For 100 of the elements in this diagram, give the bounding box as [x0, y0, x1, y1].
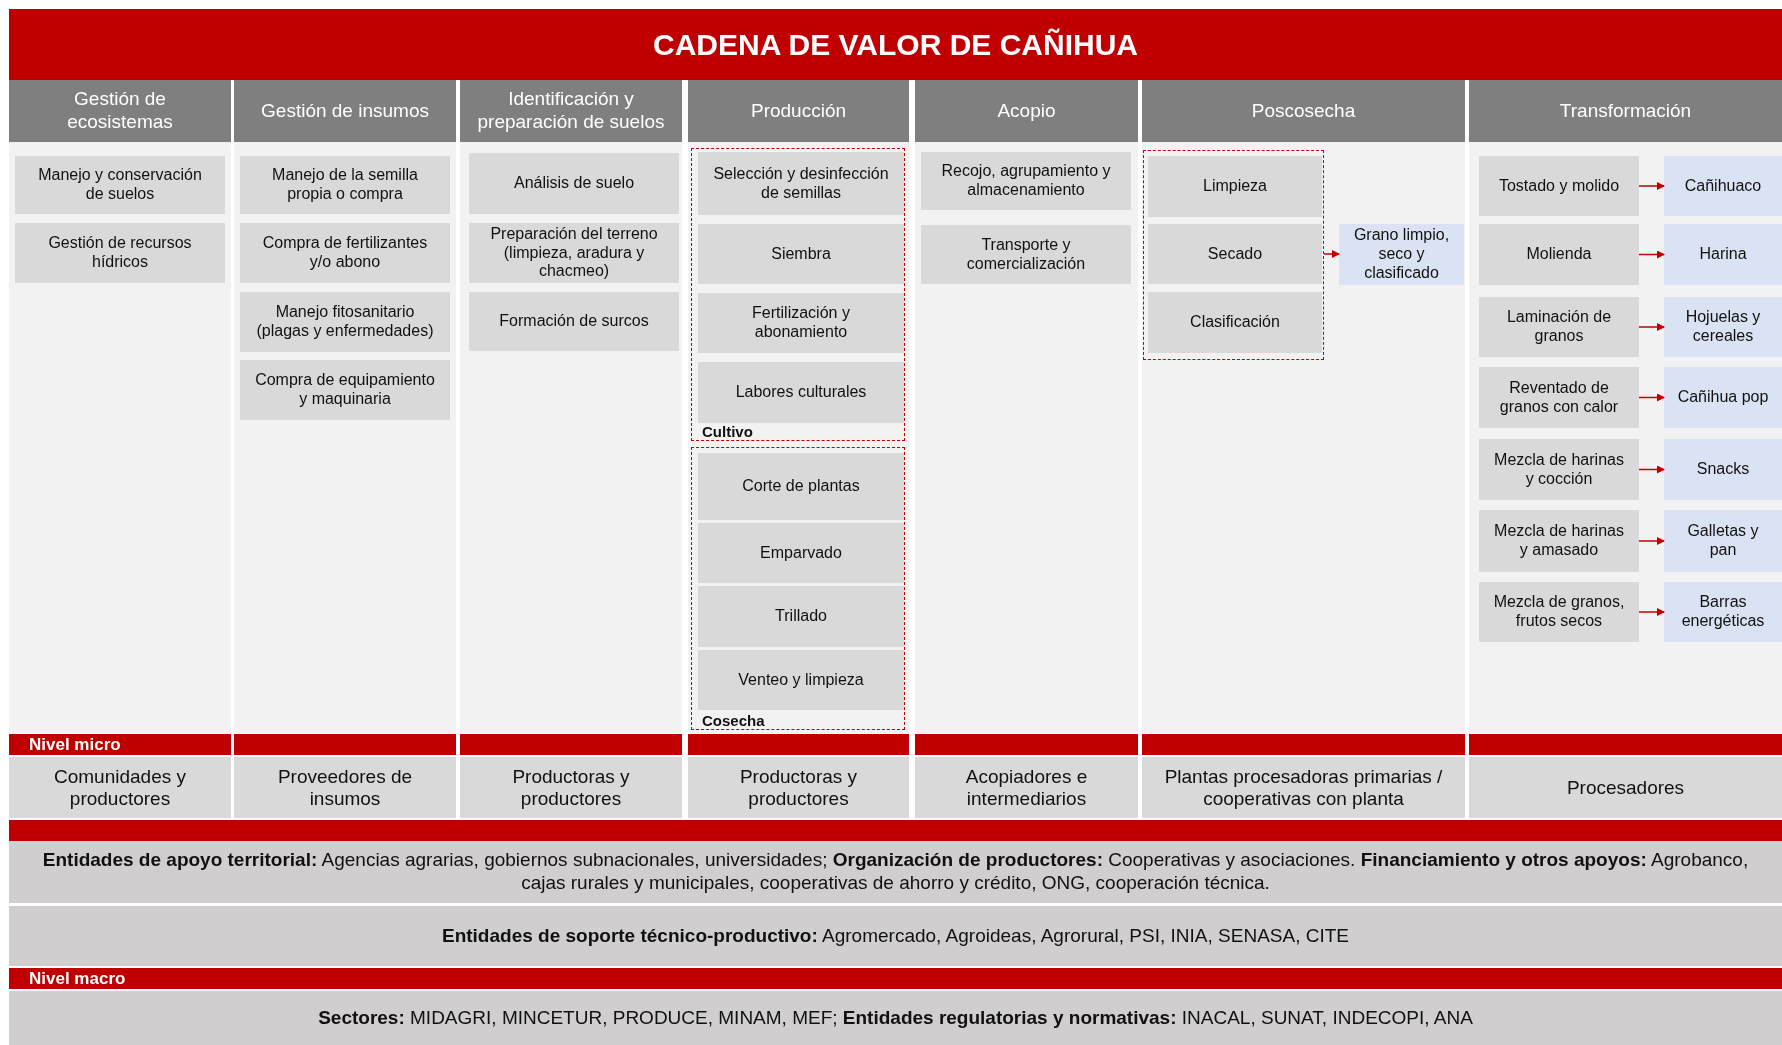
process-box — [921, 225, 1131, 284]
actor-label: Acopiadores e intermediarios — [964, 765, 1089, 810]
process-box — [1479, 367, 1639, 428]
dashed-group-frame — [691, 447, 905, 730]
actor-label: Proveedores de insumos — [276, 765, 414, 810]
level-band — [1142, 734, 1465, 755]
process-box — [15, 223, 225, 283]
step-label: Formación de surcos — [499, 312, 649, 331]
column-header: Acopio — [915, 80, 1138, 142]
process-box — [698, 453, 904, 520]
arrow — [1638, 393, 1665, 402]
step-label: Labores culturales — [735, 383, 867, 402]
product-box — [1664, 224, 1782, 285]
step-label: Emparvado — [760, 543, 842, 563]
step-label: Compra de fertilizantes y/o abono — [261, 234, 429, 272]
process-box — [698, 152, 904, 215]
support-band — [9, 906, 1782, 966]
process-box — [698, 293, 904, 353]
column-header: Transformación — [1469, 80, 1782, 142]
step-label: Compra de equipamiento y maquinaria — [254, 371, 436, 409]
support-text: Entidades de apoyo territorial: Agencias agrarias, gobiernos subnacionales, universidades; Organización de productores: Cooperativas y asociaciones. Financiamiento y otros apoyos: Agrobanco, cajas rurales y municipales, cooperativas de ahorro y crédito, ONG, cooperación técnica. — [41, 849, 1750, 895]
product-box — [1664, 510, 1782, 572]
arrow — [1638, 537, 1665, 545]
step-label: Recojo, agrupamiento y almacenamiento — [940, 162, 1112, 200]
process-box — [698, 650, 904, 710]
product-box — [1664, 582, 1782, 642]
level-label: Nivel micro — [29, 734, 121, 755]
actor-label: Productoras y productores — [511, 765, 631, 810]
process-box — [1148, 224, 1322, 284]
actor-box — [460, 757, 682, 818]
step-label: Venteo y limpieza — [738, 670, 864, 690]
step-label: Fertilización y abonamiento — [751, 304, 851, 342]
actor-box — [688, 757, 909, 818]
step-label: Clasificación — [1190, 313, 1280, 332]
process-box — [1479, 582, 1639, 642]
level-band — [9, 968, 1782, 989]
level-band — [460, 734, 682, 755]
column-panel — [915, 80, 1138, 733]
level-band — [688, 734, 909, 755]
step-label: Hojuelas y cereales — [1684, 308, 1762, 346]
actor-label: Productoras y productores — [738, 765, 859, 810]
actor-box — [9, 757, 231, 818]
step-label: Gestión de recursos hídricos — [47, 234, 193, 272]
step-label: Mezcla de harinas y amasado — [1493, 522, 1625, 560]
process-box — [698, 224, 904, 284]
arrow — [1638, 608, 1665, 616]
actor-box — [234, 757, 456, 818]
step-label: Siembra — [771, 244, 831, 264]
arrow — [1638, 250, 1665, 259]
column-header: Poscosecha — [1142, 80, 1465, 142]
process-box — [240, 156, 450, 214]
process-box — [240, 223, 450, 283]
step-label: Galletas y pan — [1686, 522, 1760, 560]
step-label: Manejo y conservación de suelos — [37, 166, 203, 204]
step-label: Preparación del terreno (limpieza, aradura y chacmeo) — [489, 224, 659, 282]
level-label: Nivel macro — [29, 968, 126, 989]
actor-box — [1142, 757, 1465, 818]
process-box — [469, 153, 679, 214]
process-box — [1479, 224, 1639, 285]
process-box — [1148, 292, 1322, 353]
process-box — [1479, 297, 1639, 357]
step-label: Molienda — [1526, 245, 1592, 264]
step-label: Tostado y molido — [1498, 176, 1620, 196]
level-band — [915, 734, 1138, 755]
step-label: Harina — [1699, 245, 1747, 264]
level-band — [234, 734, 456, 755]
support-text: Sectores: MIDAGRI, MINCETUR, PRODUCE, MINAM, MEF; Entidades regulatorias y normativas: INACAL, SUNAT, INDECOPI, ANA — [318, 1006, 1473, 1030]
process-box — [1479, 510, 1639, 572]
step-label: Cañihuaco — [1684, 176, 1762, 196]
product-box — [1664, 367, 1782, 428]
step-label: Trillado — [775, 607, 827, 626]
step-label: Laminación de granos — [1505, 308, 1613, 346]
step-label: Análisis de suelo — [513, 174, 635, 193]
support-text: Entidades de soporte técnico-productivo: Agromercado, Agroideas, Agrorural, PSI, INIA, SENASA, CITE — [442, 924, 1349, 948]
product-box — [1664, 156, 1782, 216]
actor-box — [1469, 757, 1782, 818]
arrow — [1638, 465, 1665, 474]
column-panel — [9, 80, 231, 733]
group-label: Cosecha — [702, 712, 765, 729]
product-box — [1664, 439, 1782, 500]
column-header: Producción — [688, 80, 909, 142]
process-box — [240, 292, 450, 352]
column-header: Identificación y preparación de suelos — [460, 80, 682, 142]
step-label: Mezcla de granos, frutos secos — [1493, 593, 1625, 631]
level-band — [9, 734, 231, 755]
step-label: Corte de plantas — [742, 477, 860, 496]
group-label: Cultivo — [702, 423, 753, 440]
step-label: Manejo de la semilla propia o compra — [271, 166, 419, 204]
dashed-group-frame — [691, 148, 905, 441]
actor-box — [915, 757, 1138, 818]
product-box — [1339, 224, 1464, 285]
column-panel — [1142, 80, 1465, 733]
process-box — [1479, 156, 1639, 216]
process-box — [469, 292, 679, 351]
arrow — [1638, 323, 1665, 331]
level-band — [9, 820, 1782, 841]
process-box — [1148, 156, 1322, 217]
support-band — [9, 841, 1782, 903]
step-label: Grano limpio, seco y clasificado — [1352, 226, 1451, 283]
title-banner: CADENA DE VALOR DE CAÑIHUA — [9, 9, 1782, 80]
